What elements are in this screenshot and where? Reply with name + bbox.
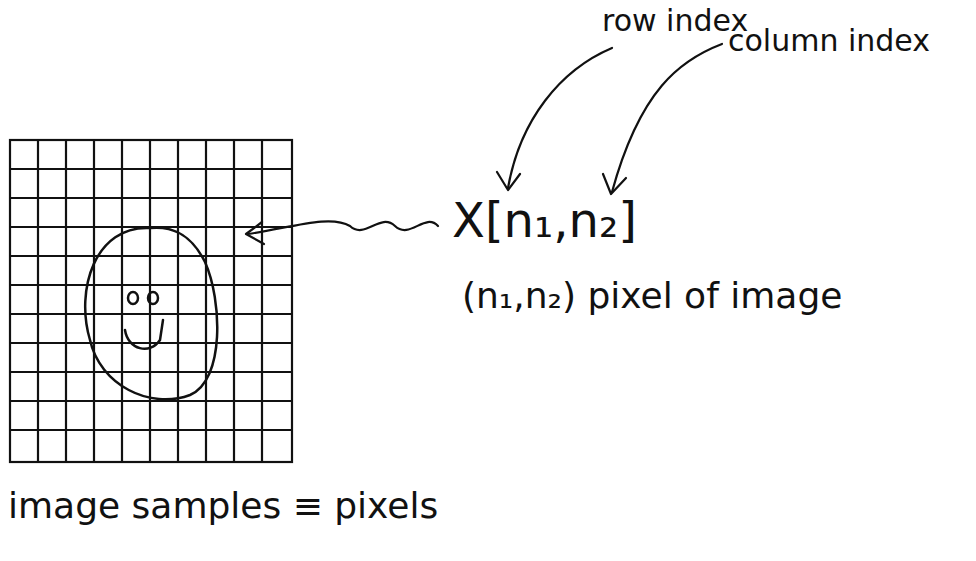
pixel-grid [10,140,292,462]
caption-note: image samples ≡ pixels [8,486,438,526]
smiley-face [85,228,217,400]
note-text: (n₁,n₂) pixel of image [462,276,842,316]
signal-name: X[n₁,n₂] [452,194,637,247]
axis-label: column index [728,24,930,57]
axis-label: row index [602,4,748,37]
